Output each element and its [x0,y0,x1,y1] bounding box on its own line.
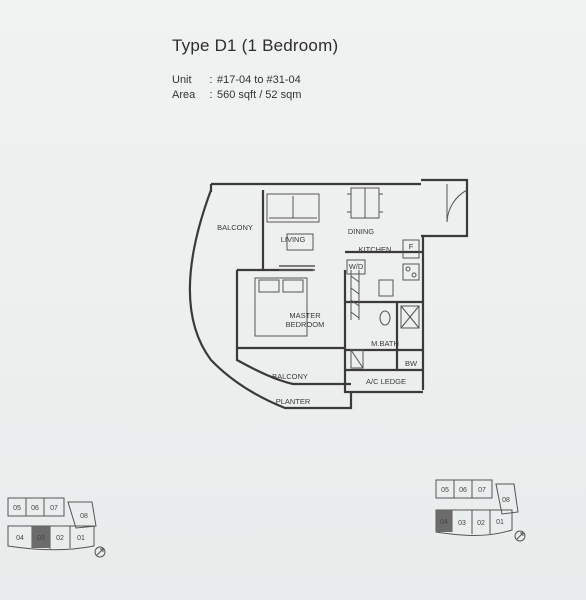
curved-outer-wall [188,189,353,410]
label-bay-window: BW [405,359,418,368]
wardrobe [350,270,360,320]
sliding-door [279,265,315,271]
area-label: Area [172,89,196,101]
key-left-07: 07 [50,505,58,512]
key-plan-left: 05 06 07 08 04 03 02 01 [4,494,114,564]
floor-plan-drawing: BALCONY LIVING DINING KITCHEN F W/D MAST… [188,178,469,410]
key-right-05: 05 [441,487,449,494]
label-living: LIVING [281,235,306,244]
unit-row: Unit : #17-04 to #31-04 [172,73,301,88]
key-left-02: 02 [56,535,64,542]
key-right-06: 06 [459,487,467,494]
key-left-04: 04 [16,535,24,542]
key-left-08: 08 [80,513,88,520]
compass-right-icon [514,530,526,542]
area-colon: : [209,89,213,101]
label-ac-ledge: A/C LEDGE [366,377,406,386]
unit-info: Unit : #17-04 to #31-04 Area : 560 sqft … [172,73,301,103]
label-balcony-upper: BALCONY [217,223,253,232]
stove [402,263,420,281]
label-kitchen: KITCHEN [359,245,392,254]
sofa [266,193,320,223]
key-right-04: 04 [440,519,448,526]
key-right-03: 03 [458,520,466,527]
bath-basin [350,349,364,369]
key-right-07: 07 [478,487,486,494]
kitchen-sink [378,279,394,297]
label-fridge: F [409,242,414,251]
entry-wall [421,178,469,238]
key-plan-left-highlight [32,526,50,548]
fridge-box [402,239,420,259]
bed [254,277,308,337]
key-left-06: 06 [31,505,39,512]
page-title: Type D1 (1 Bedroom) [172,36,339,55]
key-right-01: 01 [496,519,504,526]
key-plan-right: 05 06 07 08 04 03 02 01 [432,476,542,546]
label-master-line2: BEDROOM [286,320,325,329]
key-left-01: 01 [77,535,85,542]
unit-label: Unit [172,74,192,86]
ledge-outline [343,348,423,394]
key-left-03: 03 [37,535,45,542]
label-washer-dryer: W/D [349,262,364,271]
area-value: 560 sqft / 52 sqm [217,89,302,101]
key-plan-left-drawing: 05 06 07 08 04 03 02 01 [7,497,106,558]
label-dining: DINING [348,227,374,236]
outer-wall-right [421,234,425,390]
compass-left-icon [94,546,106,558]
toilet [379,310,391,326]
label-master-bath: M.BATH [371,339,399,348]
label-master-line1: MASTER [289,311,321,320]
unit-colon: : [209,74,213,86]
unit-value: #17-04 to #31-04 [217,74,301,86]
floor-plan: BALCONY LIVING DINING KITCHEN F W/D MAST… [175,170,475,430]
area-row: Area : 560 sqft / 52 sqm [172,88,301,103]
shower [400,305,420,329]
key-plan-right-highlight [436,510,452,532]
inner-balcony-wall [235,270,351,386]
entry-door-swing [446,184,468,223]
washer-dryer-box [346,259,366,275]
key-right-08: 08 [502,497,510,504]
key-plan-right-drawing: 05 06 07 08 04 03 02 01 [435,479,526,542]
label-planter: PLANTER [276,397,311,406]
key-right-02: 02 [477,520,485,527]
key-left-05: 05 [13,505,21,512]
label-balcony-lower: BALCONY [272,372,308,381]
tv-console [286,233,314,251]
